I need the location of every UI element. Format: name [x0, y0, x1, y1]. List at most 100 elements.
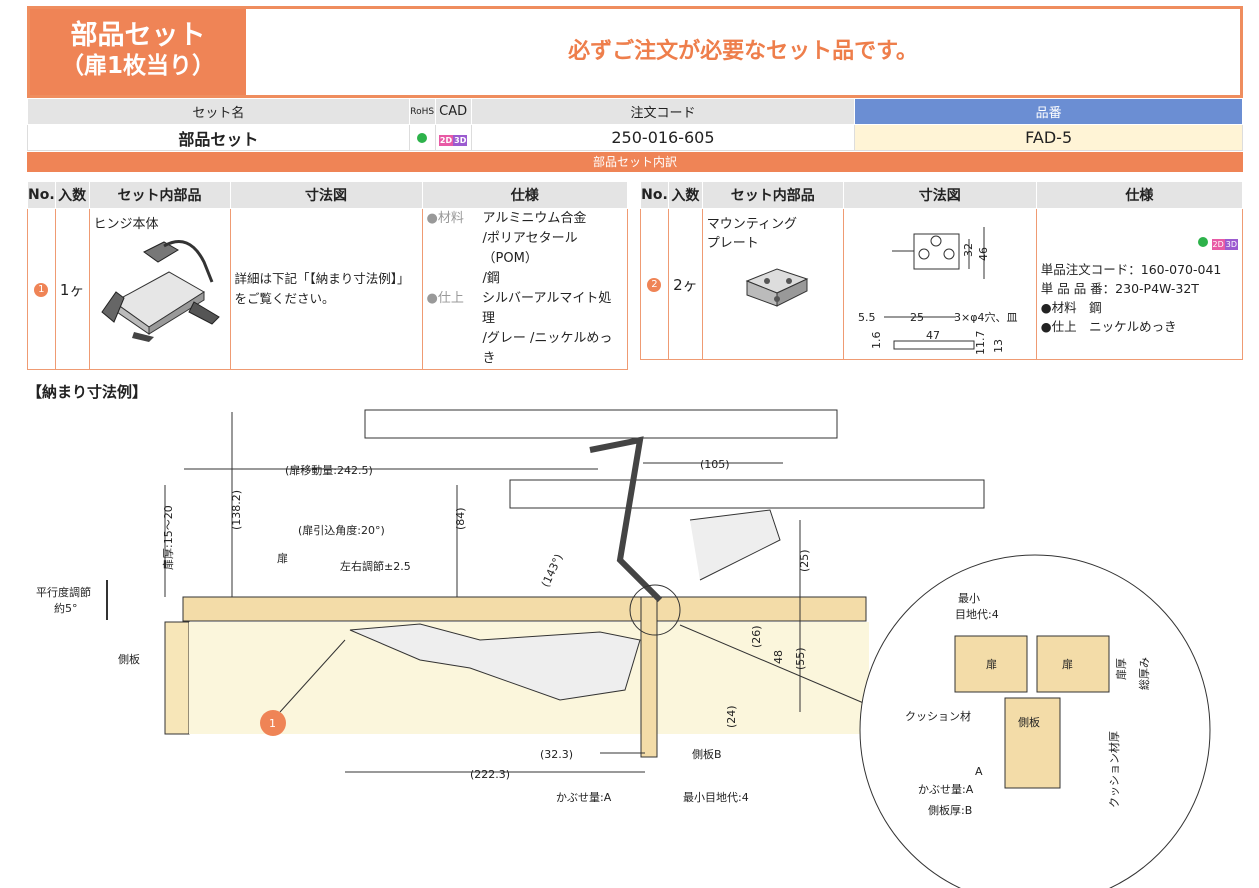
col-rohs: RoHS	[408, 98, 436, 125]
breakdown-bar: 部品セット内訳	[27, 152, 1243, 172]
spec-material: ●材料 鋼	[1040, 299, 1102, 315]
hinge-mid	[689, 509, 781, 581]
spec-finish-2: /グレー /ニッケルめっき	[482, 331, 613, 366]
label-parallel-1: 平行度調節	[36, 585, 91, 599]
part-name-2: プレート	[706, 236, 759, 251]
item-part: ヒンジ本体	[88, 208, 231, 370]
th-spec: 仕様	[1035, 181, 1244, 209]
marker-badge	[260, 710, 286, 736]
detail-side-panel	[1004, 697, 1061, 789]
dim-32: 32	[962, 243, 975, 257]
item-qty: 1ヶ	[54, 208, 90, 370]
dim-47: 47	[926, 329, 940, 342]
spec-finish: ●仕上 ニッケルめっき	[1040, 318, 1177, 334]
detail-door-l: 扉	[986, 658, 997, 671]
part-number: FAD-5	[854, 124, 1243, 151]
cad-3d-icon[interactable]: 3D	[1224, 238, 1238, 250]
spec-finish-1: シルバーアルマイト処理	[482, 291, 612, 326]
hinge-closed	[349, 623, 641, 701]
label-door-move: (扉移動量:242.5)	[285, 463, 373, 477]
rohs-indicator	[408, 124, 436, 151]
mounting-plate-dimension-drawing: 32 46 5.5 25 3×φ4穴、皿 47 1.6 11.7 13	[858, 227, 1017, 356]
col-cad: CAD	[434, 98, 472, 125]
marker-number: 1	[269, 717, 276, 730]
door-mid-position	[509, 479, 985, 509]
th-part: セット内部品	[701, 181, 844, 209]
col-order-code: 注文コード	[470, 98, 856, 125]
hinge-arm	[589, 436, 663, 603]
marker-leader	[279, 639, 346, 713]
mounting-plate-image	[745, 268, 809, 307]
page-title: 部品セット	[70, 20, 206, 51]
label-lr-adjust: 左右調節±2.5	[340, 559, 411, 573]
detail-cushion: クッション材	[905, 709, 971, 723]
detail-min-gap-2: 目地代:4	[955, 608, 999, 621]
spec-finish-label: ●仕上	[426, 291, 464, 306]
th-dim: 寸法図	[229, 181, 423, 209]
detail-door-r: 扉	[1062, 658, 1073, 671]
title-box: 部品セット （扉1枚当り）	[30, 9, 246, 95]
detail-side-thick: 側板厚:B	[928, 803, 972, 817]
label-138: (138.2)	[230, 490, 243, 530]
side-panel-b-shape	[640, 596, 658, 758]
order-notice: 必ずご注文が必要なセット品です。	[568, 39, 918, 64]
installation-diagram: (扉移動量:242.5) (105) (138.2) 扉厚:15～20 (84)…	[36, 409, 1211, 888]
label-32-3: (32.3)	[540, 748, 573, 761]
hinge-body-image	[100, 240, 220, 342]
detail-overlay: かぶせ量:A	[918, 783, 974, 796]
detail-a: A	[975, 765, 983, 778]
detail-door-left	[954, 635, 1028, 693]
detail-total-thick: 総厚み	[1137, 657, 1151, 690]
label-pull-angle: (扉引込角度:20°)	[298, 523, 385, 537]
cad-3d-icon[interactable]: 3D	[453, 135, 468, 146]
page-subtitle: （扉1枚当り）	[60, 53, 215, 79]
spec-material-1: アルミニウム合金	[482, 211, 587, 226]
item-no: 1	[27, 208, 56, 370]
th-qty: 入数	[667, 181, 703, 209]
item-number-badge: 2	[647, 278, 662, 292]
parts-table-left: No. 入数 セット内部品 寸法図 仕様 1 1ヶ ヒンジ本体 詳細は下記「【納…	[27, 181, 629, 370]
label-side-b: 側板B	[692, 747, 722, 761]
th-qty: 入数	[54, 181, 90, 209]
col-set-name: セット名	[27, 98, 410, 125]
item-number-badge: 1	[34, 283, 49, 297]
door-shape	[182, 596, 867, 622]
label-door-thick: 扉厚:15～20	[162, 505, 175, 570]
dim-11-7: 11.7	[974, 331, 987, 356]
detail-side: 側板	[1018, 715, 1040, 729]
th-dim: 寸法図	[842, 181, 1037, 209]
th-part: セット内部品	[88, 181, 231, 209]
label-overlay-a: かぶせ量:A	[556, 791, 612, 804]
detail-leader	[679, 624, 881, 711]
detail-door-right	[1036, 635, 1110, 693]
spec-material-label: ●材料	[426, 211, 464, 226]
dim-note-2: をご覧ください。	[234, 291, 335, 306]
label-26: (26)	[750, 625, 763, 648]
th-no: No.	[640, 181, 669, 209]
dim-holes: 3×φ4穴、皿	[954, 310, 1017, 324]
label-84: (84)	[454, 507, 467, 530]
label-24: (24)	[725, 705, 738, 728]
order-code: 250-016-605	[470, 124, 856, 151]
dim-5-5: 5.5	[858, 311, 876, 324]
rohs-dot-icon	[417, 133, 428, 143]
item-dim: 詳細は下記「【納まり寸法例】」 をご覧ください。	[229, 208, 423, 370]
label-side-panel: 側板	[118, 652, 140, 666]
spec-material-2: /ポリアセタール（POM）	[482, 231, 578, 266]
th-no: No.	[27, 181, 56, 209]
label-105: (105)	[700, 458, 730, 471]
label-48: 48	[772, 650, 785, 664]
cad-2d-icon[interactable]: 2D	[438, 135, 454, 146]
th-spec: 仕様	[421, 181, 629, 209]
detail-circle	[629, 584, 681, 636]
unit-order-code: 単品注文コード：160-070-041	[1040, 261, 1222, 277]
section-title: 【納まり寸法例】	[27, 383, 148, 401]
cad-2d-icon[interactable]: 2D	[1211, 238, 1225, 250]
label-min-gap: 最小目地代:4	[683, 791, 749, 804]
item-qty: 2ヶ	[667, 208, 703, 360]
set-name: 部品セット	[27, 124, 410, 151]
door-open-position	[364, 409, 838, 439]
